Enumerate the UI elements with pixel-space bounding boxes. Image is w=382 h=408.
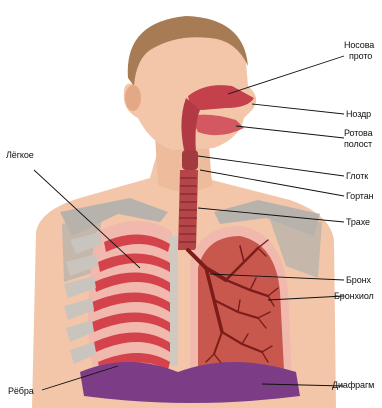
larynx [182,150,198,170]
diaphragm [80,362,300,403]
label-trachea: Трахе [346,217,370,228]
label-oral-cavity-line1: Ротова [344,128,373,139]
label-lung: Лёгкое [6,150,34,161]
label-nostril: Ноздр [346,109,371,120]
label-bronchiole: Бронхиол [334,291,374,302]
leader-oral-cavity [236,126,344,138]
ear [125,85,141,111]
label-diaphragm: Диафрагм [332,380,374,391]
label-bronchus: Бронх [346,275,371,286]
leader-nostril [252,104,344,114]
label-oral-cavity-line2: полост [344,139,372,150]
label-nasal-cavity-line1: Носова [344,40,374,51]
leader-pharynx [198,156,344,176]
sternum [170,236,178,366]
label-nasal-cavity-line2: прото [349,51,372,62]
label-ribs: Рёбра [8,386,34,397]
label-pharynx: Глотк [346,171,368,182]
label-larynx: Гортан [346,191,373,202]
